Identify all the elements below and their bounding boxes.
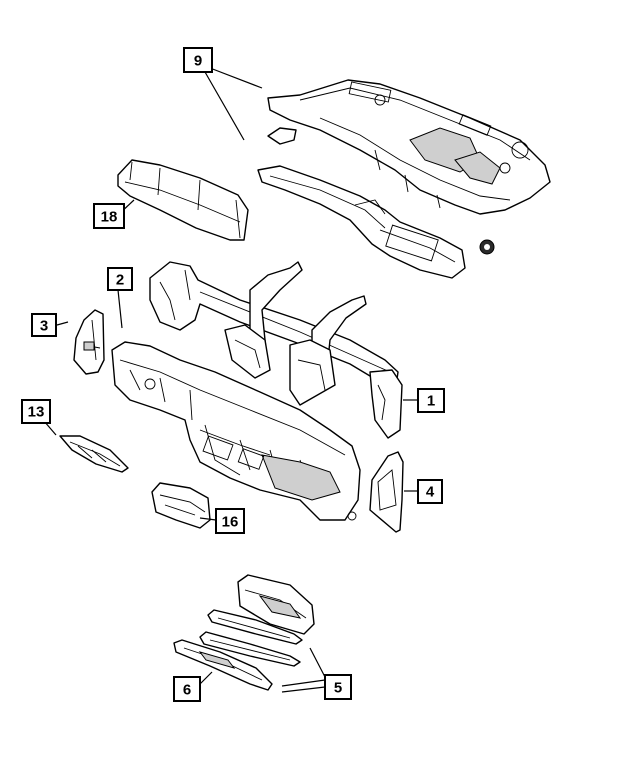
callout-5: 5 (324, 674, 352, 700)
part-16-bracket[interactable] (151, 482, 211, 529)
part-18-cover[interactable] (117, 159, 249, 241)
svg-text:18: 18 (101, 209, 118, 226)
callout-16: 16 (215, 508, 245, 534)
svg-text:13: 13 (28, 404, 45, 421)
callout-6: 6 (173, 676, 201, 702)
leader-lines (43, 67, 417, 693)
part-6-lower-trim-strip[interactable] (173, 639, 273, 691)
lower-panel-assembly[interactable] (111, 341, 361, 521)
svg-text:4: 4 (426, 484, 435, 501)
svg-text:1: 1 (427, 393, 435, 410)
callout-18: 18 (93, 203, 125, 229)
part-5-glove-box-and-trim[interactable] (199, 574, 315, 667)
svg-text:2: 2 (116, 272, 124, 289)
defroster-duct[interactable] (257, 165, 495, 279)
svg-text:6: 6 (183, 682, 191, 699)
part-2-cross-car-beam[interactable] (149, 261, 403, 439)
callout-3: 3 (31, 313, 57, 337)
part-3-left-side-trim[interactable] (73, 309, 105, 375)
callout-4: 4 (417, 479, 443, 504)
svg-text:3: 3 (40, 318, 48, 335)
callout-9: 9 (183, 47, 213, 73)
callout-2: 2 (107, 267, 133, 291)
part-13-panel[interactable] (59, 435, 129, 473)
svg-text:5: 5 (334, 680, 342, 697)
callout-1: 1 (417, 388, 445, 413)
svg-text:9: 9 (194, 53, 202, 70)
part-9-instrument-panel-upper[interactable] (267, 79, 551, 215)
callout-13: 13 (21, 399, 51, 424)
svg-text:16: 16 (222, 514, 239, 531)
part-4-right-side-trim[interactable] (369, 451, 404, 533)
